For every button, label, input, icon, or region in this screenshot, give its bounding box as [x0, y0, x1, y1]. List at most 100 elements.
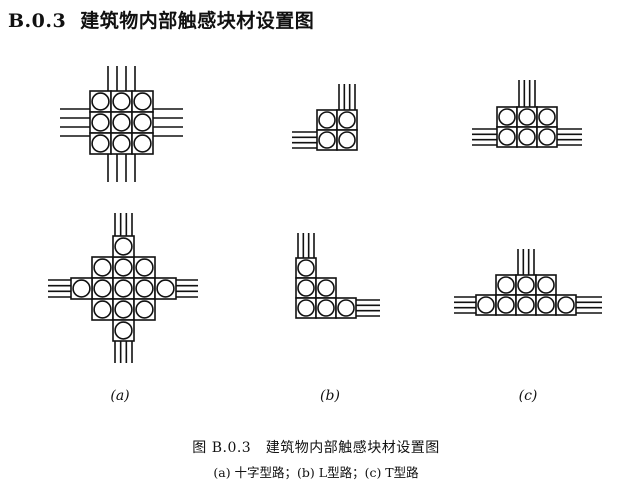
dot-tile: [536, 106, 558, 128]
dot-tile: [316, 109, 338, 131]
dot-tile-circle: [91, 134, 110, 153]
dot-tile: [336, 109, 358, 131]
section-title: 建筑物内部触感块材设置图: [80, 10, 315, 32]
dot-tile: [535, 294, 557, 316]
dot-tile: [91, 256, 114, 279]
dot-tile-circle: [318, 131, 336, 149]
figure-caption-title: 图 B.0.3 建筑物内部触感块材设置图: [192, 440, 440, 456]
dot-tile: [516, 126, 538, 148]
dot-tile: [475, 294, 497, 316]
dot-tile-circle: [133, 92, 152, 111]
dot-tile-circle: [498, 128, 516, 146]
dot-tile-circle: [538, 108, 556, 126]
dot-tile-circle: [317, 279, 335, 297]
dot-tile-circle: [338, 111, 356, 129]
dot-tile-circle: [91, 92, 110, 111]
dot-tile-circle: [93, 279, 112, 298]
dot-tile: [131, 132, 154, 155]
dot-tile-circle: [337, 299, 355, 317]
dot-tile-circle: [537, 296, 555, 314]
dot-tile: [316, 129, 338, 151]
dot-tile: [515, 274, 537, 296]
dot-tile: [112, 319, 135, 342]
dot-tile-circle: [477, 296, 495, 314]
dot-tile: [516, 106, 538, 128]
dot-tile-circle: [114, 237, 133, 256]
sublabel-c: (c): [518, 388, 538, 404]
dot-tile-circle: [538, 128, 556, 146]
dot-tile-circle: [518, 128, 536, 146]
dot-tile-circle: [497, 276, 515, 294]
dot-tile: [91, 277, 114, 300]
dot-tile: [110, 132, 133, 155]
dot-tile: [555, 294, 577, 316]
dot-tile-circle: [518, 108, 536, 126]
dot-tile-circle: [93, 258, 112, 277]
dot-tile: [315, 297, 337, 319]
dot-tile-circle: [318, 111, 336, 129]
dot-tile: [336, 129, 358, 151]
dot-tile-circle: [133, 113, 152, 132]
dot-tile-circle: [557, 296, 575, 314]
dot-tile: [91, 298, 114, 321]
dot-tile: [295, 297, 317, 319]
dot-tile: [496, 106, 518, 128]
dot-tile-circle: [112, 134, 131, 153]
dot-tile-circle: [114, 258, 133, 277]
dot-tile: [89, 111, 112, 134]
dot-tile-circle: [112, 113, 131, 132]
dot-tile-circle: [93, 300, 112, 319]
dot-tile: [131, 90, 154, 113]
dot-tile: [89, 132, 112, 155]
dot-tile: [112, 235, 135, 258]
dot-tile: [335, 297, 357, 319]
dot-tile: [133, 256, 156, 279]
dot-tile-circle: [112, 92, 131, 111]
dot-tile: [70, 277, 93, 300]
dot-tile-circle: [517, 296, 535, 314]
dot-tile-circle: [114, 321, 133, 340]
dot-tile-circle: [135, 300, 154, 319]
dot-tile-circle: [338, 131, 356, 149]
dot-tile: [110, 90, 133, 113]
dot-tile-circle: [497, 296, 515, 314]
dot-tile-circle: [317, 299, 335, 317]
dot-tile: [495, 294, 517, 316]
dot-tile-circle: [156, 279, 175, 298]
section-number: B.0.3: [8, 10, 67, 32]
dot-tile-circle: [114, 300, 133, 319]
dot-tile: [112, 298, 135, 321]
dot-tile: [112, 277, 135, 300]
dot-tile: [133, 277, 156, 300]
sublabel-b: (b): [320, 388, 340, 404]
dot-tile-circle: [297, 279, 315, 297]
dot-tile-circle: [537, 276, 555, 294]
dot-tile: [495, 274, 517, 296]
dot-tile: [131, 111, 154, 134]
dot-tile: [89, 90, 112, 113]
dot-tile-circle: [114, 279, 133, 298]
dot-tile-circle: [135, 279, 154, 298]
dot-tile: [154, 277, 177, 300]
dot-tile-circle: [133, 134, 152, 153]
dot-tile-circle: [498, 108, 516, 126]
figure-caption-subtitle: (a) 十字型路；(b) L型路；(c) T型路: [213, 465, 419, 480]
dot-tile: [536, 126, 558, 148]
dot-tile: [535, 274, 557, 296]
sublabel-a: (a): [110, 388, 130, 404]
dot-tile: [295, 277, 317, 299]
dot-tile: [315, 277, 337, 299]
dot-tile: [112, 256, 135, 279]
dot-tile-circle: [72, 279, 91, 298]
dot-tile-circle: [135, 258, 154, 277]
dot-tile-circle: [297, 299, 315, 317]
dot-tile: [515, 294, 537, 316]
dot-tile: [133, 298, 156, 321]
dot-tile: [496, 126, 518, 148]
dot-tile: [295, 257, 317, 279]
dot-tile: [110, 111, 133, 134]
dot-tile-circle: [297, 259, 315, 277]
dot-tile-circle: [517, 276, 535, 294]
section-heading: B.0.3 建筑物内部触感块材设置图: [8, 6, 314, 33]
